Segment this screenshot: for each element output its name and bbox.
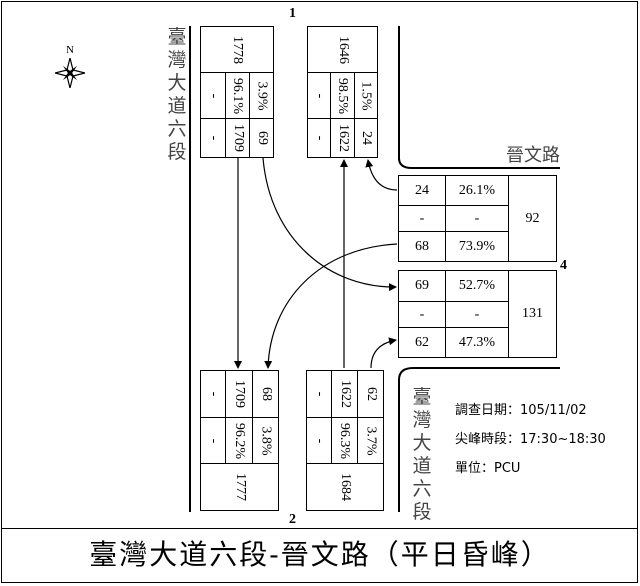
page-title: 臺灣大道六段-晉文路（平日昏峰） xyxy=(89,538,551,571)
node-label-top: 1 xyxy=(289,6,296,21)
vol-cell: 69 xyxy=(249,118,274,158)
caption-divider xyxy=(1,528,638,529)
unit-label: 單位：PCU xyxy=(455,461,521,476)
north-label: N xyxy=(66,44,74,56)
vol-cell: 24 xyxy=(354,118,378,158)
compass-star-icon xyxy=(55,58,85,88)
total-cell: 92 xyxy=(508,175,557,262)
street-name-north-west: 臺灣大道六段 xyxy=(167,26,187,163)
flow-arrow-westbound-right xyxy=(365,159,398,191)
node-label-right: 4 xyxy=(560,258,567,273)
flow-arrow-southbound-left xyxy=(262,157,397,292)
total-cell: 131 xyxy=(508,270,557,358)
flow-arrow-westbound-left xyxy=(264,243,398,369)
road-east-edge-upper xyxy=(398,26,400,160)
street-name-east: 晉文路 xyxy=(506,145,560,166)
peak-period: 尖峰時段：17:30~18:30 xyxy=(455,432,606,447)
road-west-edge xyxy=(189,26,191,512)
flow-arrow-northbound-right xyxy=(370,337,397,369)
street-name-south-east: 臺灣大道六段 xyxy=(412,386,432,523)
total-cell: 1684 xyxy=(306,463,384,511)
node-label-bottom: 2 xyxy=(289,512,296,527)
survey-info: 調查日期：105/11/02 尖峰時段：17:30~18:30 單位：PCU xyxy=(455,396,606,483)
survey-date: 調查日期：105/11/02 xyxy=(455,403,587,418)
total-cell: 1777 xyxy=(200,463,279,511)
